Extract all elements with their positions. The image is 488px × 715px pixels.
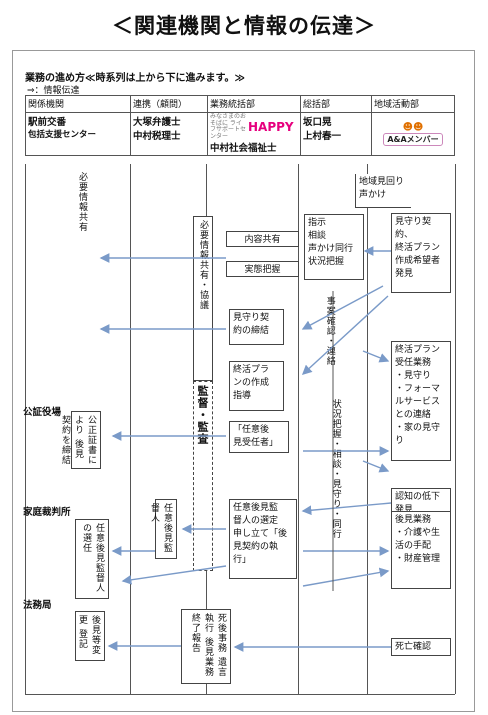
supervision-box: 監督・監査	[193, 381, 213, 571]
arrow	[301, 295, 389, 375]
column-header: 総括部	[300, 95, 372, 113]
member-row: 駅前交番 包括支援センター 大塚弁護士 中村税理士 みなさまのおそばに ライフサ…	[25, 111, 455, 157]
end-plan-duties-box: 終活プラン 受任業務 ・見守り ・フォーマ ルサービス との連絡 ・家の見守 り	[391, 341, 451, 461]
cell-management: みなさまのおそばに ライフサポートセンター HAPPY 中村社会福祉士	[207, 111, 301, 157]
guardianship-duties-box: 後見業務 ・介護や生 活の手配 ・財産管理	[391, 511, 451, 589]
people-icon: ☻☻	[402, 122, 424, 134]
agency-police: 駅前交番	[28, 117, 67, 128]
column-header-row: 関係機関 連携（顧問） 業務統括部 総括部 地域活動部	[25, 95, 455, 113]
post-death-line-3: 後見業務終了報告	[190, 613, 213, 677]
org-notary-office: 公証役場	[23, 407, 62, 418]
center-info-box: 必要情報共有・協議	[193, 216, 213, 381]
instruction-box: 指示 相談 声かけ同行 状況把握	[304, 214, 364, 280]
guardian-supervisor-box: 任意後見監督人	[149, 499, 177, 559]
content-share-box: 内容共有	[226, 231, 299, 247]
page-title: ＜関連機関と情報の伝達＞	[112, 14, 376, 38]
cell-general: 坂口晃 上村春一	[300, 111, 372, 157]
notary-deed-line-2: 後見契約を締結	[60, 415, 83, 465]
logo-tagline: みなさまのおそばに ライフサポートセンター	[210, 113, 247, 140]
info-share-vertical: 必要情報共有	[71, 169, 91, 329]
status-support-text: 状況把握・相談・見守り・同行	[330, 399, 341, 539]
notary-deed-box: 公正証書により 後見契約を締結	[60, 411, 101, 469]
logo-wordmark: HAPPY	[248, 120, 294, 135]
status-grasp-box: 実態把握	[226, 261, 299, 277]
post-death-line-2: 遺言執行	[203, 613, 226, 677]
supervisor-line-2: の選任	[81, 523, 91, 553]
guardian-nominee-box: 「任意後 見受任者」	[229, 421, 289, 453]
arrow	[301, 285, 384, 330]
arrow	[301, 502, 392, 516]
cell-advisors: 大塚弁護士 中村税理士	[130, 111, 208, 157]
registration-box: 後見等変更 登記	[75, 611, 105, 661]
social-worker-name: 中村社会福祉士	[210, 143, 277, 155]
notary-deed-line-1: 公正証書により	[73, 415, 96, 465]
doc-heading: 業務の進め方≪時系列は上から下に進みます。≫	[25, 73, 245, 84]
advisor-lawyer: 大塚弁護士	[133, 117, 181, 128]
area-patrol-box: 地域見回り 声かけ	[355, 174, 411, 208]
supervisor-line-1: 任意後見監督人	[94, 523, 104, 593]
registration-line-1: 後見等変更	[77, 615, 100, 655]
agency-support-center: 包括支援センター	[28, 130, 97, 140]
lane-border	[455, 164, 456, 694]
aa-member-badge: A&Aメンバー	[383, 133, 443, 147]
lane-border	[25, 164, 26, 694]
watch-contract-box: 見守り契 約の締結	[229, 309, 284, 345]
lane-border	[367, 164, 368, 694]
death-confirmation-box: 死亡確認	[391, 638, 451, 656]
cell-community: ☻☻ A&Aメンバー	[371, 111, 455, 157]
legend-text: ⇒：情報伝達	[27, 86, 80, 96]
advisor-accountant: 中村税理士	[133, 131, 181, 142]
general-member-2: 上村春一	[303, 131, 342, 142]
org-legal-affairs-bureau: 法務局	[23, 600, 52, 611]
document-sheet: 業務の進め方≪時系列は上から下に進みます。≫ ⇒：情報伝達 関係機関 連携（顧問…	[12, 50, 475, 712]
column-header: 地域活動部	[371, 95, 455, 113]
case-confirm-text: 事案確認・連絡	[324, 296, 335, 366]
watch-contract-discovery-box: 見守り契約、 終活プラン 作成希望者 発見	[391, 213, 451, 293]
supervisor-petition-box: 任意後見監 督人の選定 申し立て「後 見契約の執 行」	[229, 499, 297, 579]
column-header: 関係機関	[25, 95, 131, 113]
general-member-1: 坂口晃	[303, 117, 332, 128]
cell-agencies: 駅前交番 包括支援センター	[25, 111, 131, 157]
supervisor-appointment-box: 任意後見監督人 の選任	[75, 519, 109, 599]
lane-bottom-border	[25, 694, 455, 695]
arrow	[302, 567, 390, 587]
org-family-court: 家庭裁判所	[23, 507, 71, 518]
lane-border	[130, 164, 131, 694]
column-header: 連携（顧問）	[130, 95, 208, 113]
header-table: 関係機関 連携（顧問） 業務統括部 総括部 地域活動部 駅前交番 包括支援センタ…	[25, 95, 455, 157]
registration-line-2: 登記	[77, 628, 87, 649]
post-death-line-1: 死後事務	[216, 613, 226, 653]
end-plan-guidance-box: 終活プラ ンの作成 指導	[229, 361, 284, 411]
post-death-box: 死後事務 遺言執行 後見業務終了報告	[181, 609, 231, 684]
lane-border	[298, 164, 299, 694]
happy-logo: みなさまのおそばに ライフサポートセンター HAPPY	[210, 113, 298, 140]
column-header: 業務統括部	[207, 95, 301, 113]
